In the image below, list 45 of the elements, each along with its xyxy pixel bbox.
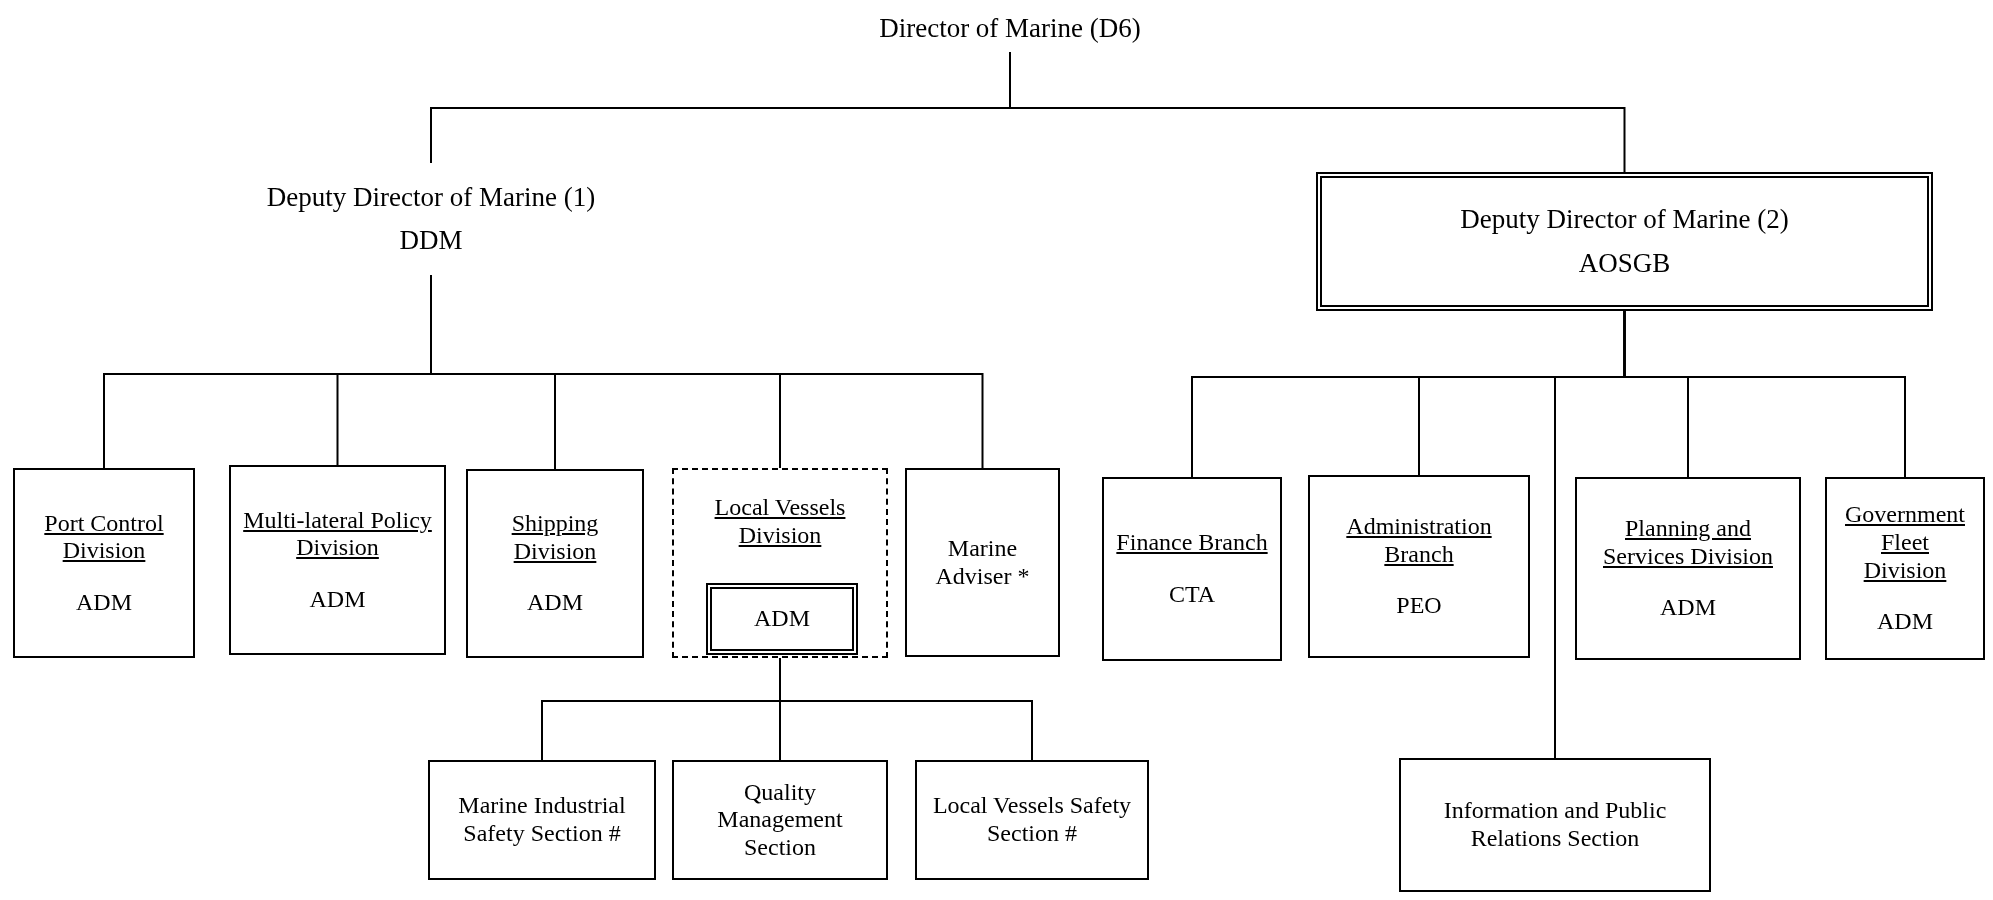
unit-name: Director of Marine (D6) <box>879 13 1141 45</box>
org-box <box>1575 477 1801 660</box>
org-box <box>229 465 446 655</box>
post-title: ADM <box>76 588 132 617</box>
post-title: AOSGB <box>1578 247 1671 279</box>
unit-name: Deputy Director of Marine (1) <box>266 181 596 213</box>
unit-name: Quality Management Section <box>716 778 844 862</box>
dashed-box <box>672 468 888 658</box>
post-title: DDM <box>399 225 463 257</box>
unit-name: Port Control Division <box>43 509 165 565</box>
post-title: ADM <box>309 585 366 614</box>
unit-name: Administration Branch <box>1345 513 1493 569</box>
org-box <box>1102 477 1282 661</box>
org-box <box>13 468 195 658</box>
unit-name: ADM <box>754 605 810 633</box>
post-title: CTA <box>1168 581 1216 609</box>
org-box <box>905 468 1060 657</box>
unit-name: Deputy Director of Marine (2) <box>1460 204 1789 236</box>
post-title: ADM <box>1877 608 1933 636</box>
post-title: ADM <box>527 589 583 617</box>
org-box <box>915 760 1149 880</box>
connector-line <box>1623 310 1906 478</box>
post-title: ADM <box>1660 594 1716 622</box>
connector-line <box>779 657 1033 761</box>
double-border-box <box>706 583 858 655</box>
unit-name: Finance Branch <box>1116 529 1268 557</box>
unit-name: Local Vessels Safety Section # <box>931 792 1133 848</box>
unit-name: Information and Public Relations Section <box>1442 797 1668 853</box>
unit-name: Multi-lateral Policy Division <box>243 506 432 562</box>
connector-line <box>1009 51 1626 173</box>
org-box <box>466 469 644 658</box>
org-box <box>672 760 888 880</box>
unit-name: Shipping Division <box>510 510 600 566</box>
org-box <box>1308 475 1530 658</box>
double-border-box <box>1316 172 1933 311</box>
org-box <box>1825 477 1985 660</box>
connector-line <box>430 274 984 469</box>
unit-name: Local Vessels Division <box>713 494 847 550</box>
org-box <box>428 760 656 880</box>
unit-name: Marine Adviser * <box>934 534 1031 591</box>
post-title: PEO <box>1396 592 1442 620</box>
org-box <box>1399 758 1711 892</box>
unit-name: Planning and Services Division <box>1602 515 1774 571</box>
unit-name: Marine Industrial Safety Section # <box>457 792 627 848</box>
unit-name: Government Fleet Division <box>1844 501 1966 585</box>
